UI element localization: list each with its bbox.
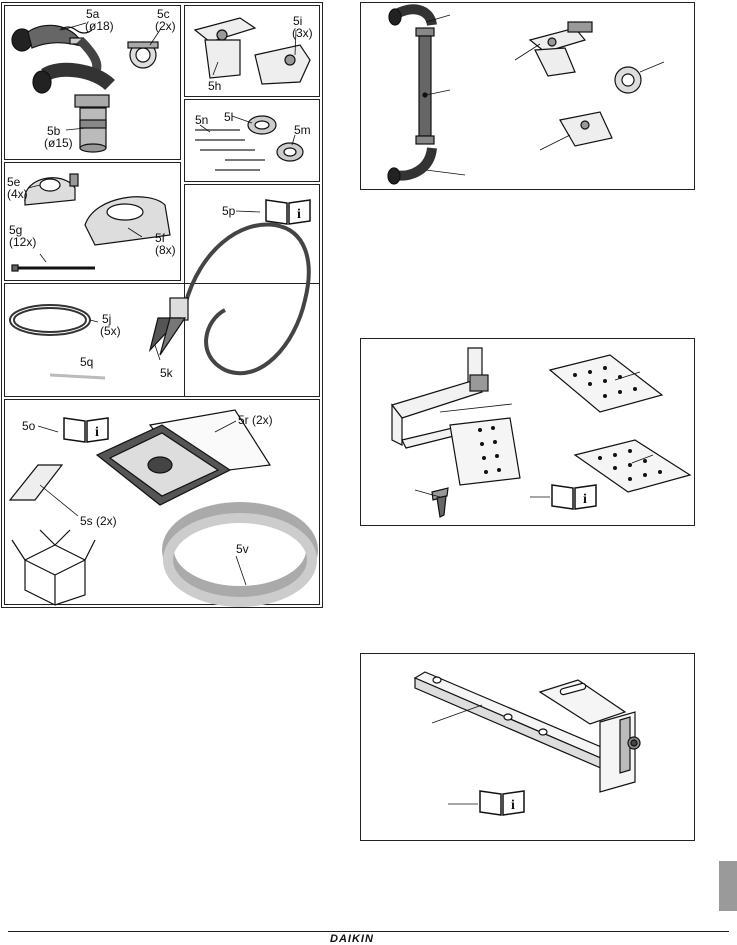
pipe-clip-5f-icon [84,196,171,246]
label-5c: 5c [157,7,170,21]
label-5g-qty: (12x) [9,235,37,249]
label-5r: 5r (2x) [238,413,273,427]
mounting-sheet-5r-icon [95,409,272,506]
hose-coil-5v-icon [162,502,318,607]
screw-5g-icon [11,264,95,272]
manual-icon: i [478,788,526,816]
cell-5o-5r-5s-5v [4,399,320,605]
strap-5n-icon [195,129,265,171]
clip-5l-icon [247,115,277,135]
crimp-tool-5k-icon [148,297,189,356]
label-5f: 5f [155,231,166,245]
label-5n: 5n [195,113,209,127]
footer-brand: DAIKIN [330,933,374,945]
label-5o: 5o [22,419,36,433]
label-5k: 5k [160,366,173,380]
footer-divider [8,931,729,932]
manual-icon: i [264,197,312,225]
cell-5j-5q-5k [4,283,320,397]
cell-5h-5i [184,5,320,97]
svg-text:i: i [511,798,515,813]
label-5c-qty: (2x) [155,19,176,33]
label-5j-qty: (5x) [100,324,121,338]
label-5s: 5s (2x) [80,514,117,528]
cell-5a-5b-5c [4,5,181,160]
label-5g: 5g [9,223,23,237]
frame-roof-hook [360,338,695,526]
clip-5m-icon [276,142,304,162]
label-5v: 5v [236,542,249,556]
svg-text:i: i [95,425,99,440]
bracket-5h-icon [193,17,257,79]
label-5a: 5a [86,7,100,21]
bracket-5i-icon [254,44,311,85]
label-5b: 5b [47,124,61,138]
manual-icon: i [62,415,110,443]
label-5p: 5p [222,204,236,218]
label-5e: 5e [7,175,21,189]
wedge-5s-icon [8,464,64,501]
clip-5c-icon [127,41,159,69]
label-5b-size: (ø15) [44,136,73,150]
svg-text:i: i [297,207,301,222]
cell-5n-5l-5m [184,99,320,182]
label-5h: 5h [208,79,222,93]
rod-5q-icon [49,373,106,380]
label-5q: 5q [80,355,94,369]
label-5m: 5m [294,123,311,137]
label-5j: 5j [102,312,112,326]
label-5i-qty: (3x) [292,26,313,40]
svg-text:i: i [583,492,587,507]
pipe-clip-5e-icon [24,173,79,206]
chapter-tab [719,861,737,911]
cell-5e-5g-5f [4,162,181,281]
label-5a-size: (ø18) [85,19,114,33]
label-5l: 5l [224,110,234,124]
manual-icon: i [550,482,598,510]
label-5i: 5i [293,14,303,28]
label-5f-qty: (8x) [155,243,176,257]
hose-5a-icon [11,24,102,75]
cable-5p-icon [183,222,311,376]
label-5e-qty: (4x) [7,187,28,201]
box-icon [11,529,96,606]
